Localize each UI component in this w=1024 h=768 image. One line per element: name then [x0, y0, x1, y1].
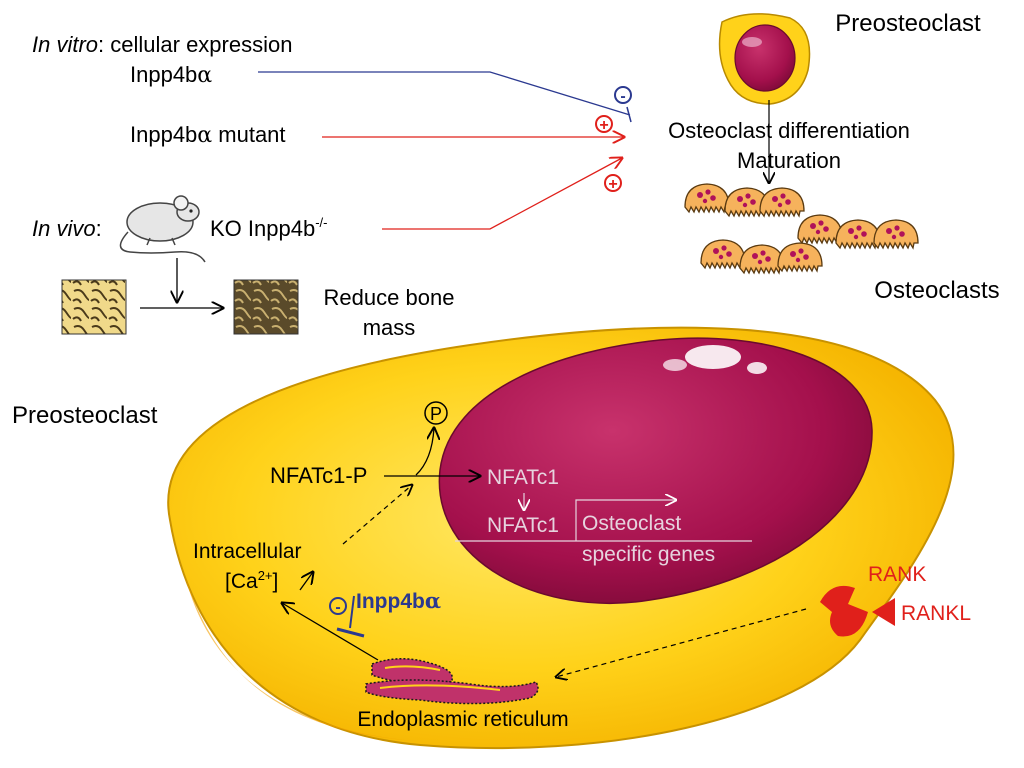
inpp4b-inhibition-line — [349, 595, 355, 629]
inhibition-line — [258, 71, 631, 116]
endoplasmic-reticulum-icon — [365, 658, 539, 705]
reduced-bone-icon — [233, 279, 299, 335]
minus-symbol-top: - — [614, 86, 632, 105]
calcium-label: [Ca2+] — [225, 568, 278, 593]
inpp4b-alpha-label: Inpp4bα — [130, 62, 212, 88]
plus-symbol-ko: + — [604, 174, 622, 193]
ko-inpp4b-label: KO Inpp4b-/- — [210, 215, 327, 241]
in-vivo-label: In vivo: — [32, 216, 102, 241]
intracellular-label: Intracellular — [193, 540, 302, 563]
svg-text:+: + — [608, 176, 617, 193]
plus-symbol-mutant: + — [595, 115, 613, 134]
reduce-bone-line1: Reduce bone — [324, 285, 455, 310]
preosteoclast-cell-label: Preosteoclast — [12, 402, 158, 429]
genes-line1: Osteoclast — [582, 512, 681, 535]
inpp4b-inhibition-bar — [336, 627, 365, 638]
calcium-increase-arrow — [299, 572, 313, 591]
reduce-bone-line2: mass — [363, 315, 416, 340]
phospho-arrow — [415, 428, 434, 476]
calcium-dashed-arrow — [342, 485, 412, 545]
nfatc1-p-label: NFATc1-P — [270, 463, 367, 488]
nucleus — [438, 337, 873, 604]
mouse-icon — [119, 195, 206, 263]
rank-label: RANK — [868, 563, 926, 586]
inpp4b-cell-label: Inpp4bα — [356, 588, 441, 613]
normal-bone-icon — [61, 279, 127, 335]
in-vitro-heading: In vitro: cellular expression — [32, 32, 292, 57]
nfatc1-label-b: NFATc1 — [487, 514, 559, 537]
osteoclast-cluster — [684, 183, 919, 274]
svg-text:P: P — [430, 404, 442, 424]
phosphate-symbol: P — [424, 401, 448, 425]
svg-text:+: + — [599, 117, 608, 134]
svg-text:-: - — [620, 88, 625, 105]
genes-line2: specific genes — [582, 543, 715, 566]
minus-symbol-cell: - — [329, 597, 347, 616]
inpp4b-mutant-label: Inpp4bα mutant — [130, 122, 286, 148]
er-label: Endoplasmic reticulum — [357, 708, 568, 731]
transcription-arrow — [575, 500, 676, 541]
rank-receptor-icon — [820, 585, 868, 637]
maturation-label: Maturation — [737, 148, 841, 173]
rankl-label: RANKL — [901, 602, 971, 625]
preosteoclast-top-label: Preosteoclast — [835, 10, 981, 37]
svg-text:-: - — [335, 599, 340, 616]
rank-signal-arrow — [556, 608, 807, 677]
osteoclasts-label: Osteoclasts — [874, 277, 999, 304]
small-preosteoclast-icon — [718, 13, 811, 105]
inhibition-bar — [626, 106, 632, 123]
differentiation-label: Osteoclast differentiation — [668, 118, 910, 143]
er-calcium-arrow — [282, 603, 379, 661]
rankl-ligand-icon — [872, 598, 895, 626]
ko-activation-arrow — [382, 158, 622, 230]
nfatc1-label-a: NFATc1 — [487, 466, 559, 489]
